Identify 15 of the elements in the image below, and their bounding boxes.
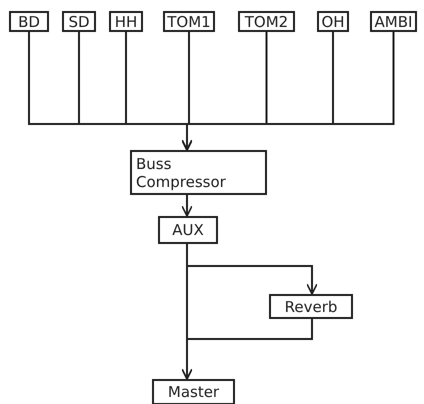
process-box: AUX — [158, 216, 218, 244]
process-box: AMBI — [370, 11, 417, 32]
process-box: Master — [152, 379, 235, 404]
process-box: TOM1 — [163, 11, 215, 32]
arrow — [181, 32, 394, 151]
arrow — [181, 195, 193, 217]
process-box: TOM2 — [238, 11, 295, 32]
process-box: HH — [109, 11, 143, 32]
arrow — [181, 319, 313, 380]
process-box: SD — [62, 11, 96, 32]
arrow — [186, 244, 318, 295]
process-box: OH — [317, 11, 349, 32]
process-box: Buss Compressor — [130, 150, 267, 195]
process-box: Reverb — [269, 294, 353, 319]
process-box: BD — [9, 11, 49, 32]
